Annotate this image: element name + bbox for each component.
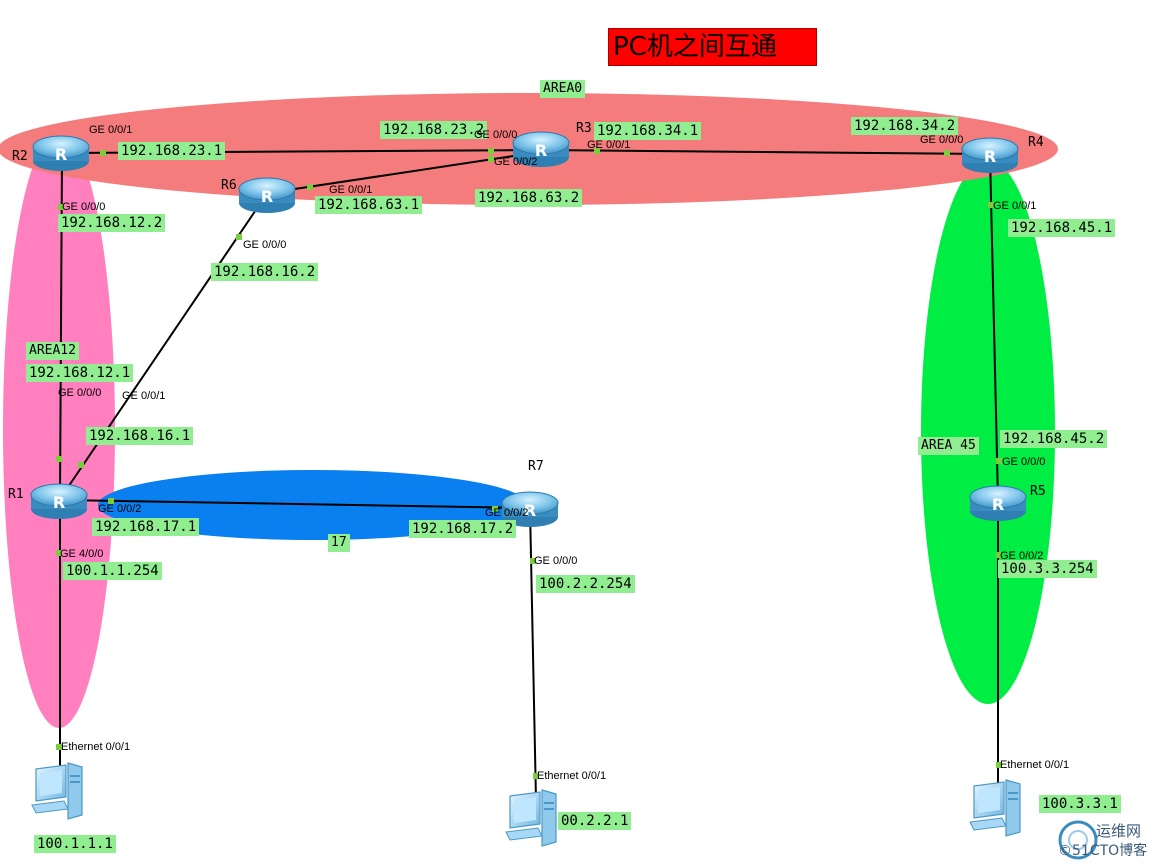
router-label-r2: R2	[12, 149, 28, 164]
port-dot	[533, 773, 539, 779]
link-r7-pc2	[529, 507, 537, 801]
router-icon[interactable]	[961, 137, 1019, 174]
ip-label-r5-lan: 100.3.3.254	[998, 560, 1097, 578]
port-dot	[996, 458, 1002, 464]
ip-label-r4-34: 192.168.34.2	[851, 117, 959, 135]
watermark-top: 运维网	[1096, 822, 1142, 840]
ip-label-r3-63: 192.168.63.2	[475, 189, 583, 207]
port-dot	[56, 744, 62, 750]
port-label-r1-ge000: GE 0/0/0	[58, 387, 102, 399]
port-label-r1-ge002: GE 0/0/2	[98, 503, 142, 515]
port-label-r4-ge001: GE 0/0/1	[993, 200, 1037, 212]
port-dot	[530, 558, 536, 564]
port-dot	[492, 506, 498, 512]
port-dot	[108, 498, 114, 504]
port-label-r2-ge001: GE 0/0/1	[89, 124, 133, 136]
router-icon[interactable]	[969, 485, 1027, 522]
router-icon[interactable]	[238, 177, 296, 214]
router-label-r7: R7	[528, 459, 544, 474]
ip-label-pc2: 00.2.2.1	[558, 812, 632, 830]
ip-label-pc1: 100.1.1.1	[34, 835, 116, 853]
ip-label-r5-45: 192.168.45.2	[1000, 430, 1108, 448]
ip-label-r3-23: 192.168.23.2	[380, 121, 488, 139]
ip-label-r1-17: 192.168.17.1	[92, 518, 200, 536]
ip-label-r7-lan: 100.2.2.254	[536, 575, 635, 593]
router-icon[interactable]	[30, 483, 88, 520]
area17-label: 17	[328, 534, 350, 552]
ip-label-r1-lan: 100.1.1.254	[63, 562, 162, 580]
port-dot	[996, 552, 1002, 558]
router-icon[interactable]	[32, 135, 90, 172]
port-label-r1-ge001: GE 0/0/1	[122, 390, 166, 402]
link-r1-r7	[61, 499, 531, 509]
ip-label-r1-12: 192.168.12.1	[26, 364, 134, 382]
port-label-r2-ge000: GE 0/0/0	[62, 201, 106, 213]
port-dot	[944, 150, 950, 156]
ip-label-r4-45: 192.168.45.1	[1008, 219, 1116, 237]
port-dot	[100, 150, 106, 156]
ip-label-r2-12: 192.168.12.2	[58, 214, 166, 232]
port-dot	[988, 202, 994, 208]
pc-icon[interactable]	[969, 779, 1021, 837]
ip-label-r2-23: 192.168.23.1	[118, 142, 226, 160]
link-r3-r4	[539, 149, 991, 155]
ip-label-r6-16: 192.168.16.2	[211, 263, 319, 281]
watermark-logo-icon	[1058, 820, 1098, 860]
link-r4-r5	[989, 154, 999, 501]
port-label-r5-ge002: GE 0/0/2	[1000, 550, 1044, 562]
port-label-r1-ge400: GE 4/0/0	[60, 548, 104, 560]
port-label-r3-ge002: GE 0/0/2	[494, 156, 538, 168]
port-label-r4-ge000: GE 0/0/0	[920, 134, 964, 146]
pc-icon[interactable]	[505, 789, 557, 847]
port-label-r5-ge000: GE 0/0/0	[1002, 456, 1046, 468]
port-dot	[58, 204, 64, 210]
link-r6-r1	[61, 194, 267, 497]
port-label-pc1-eth: Ethernet 0/0/1	[61, 741, 131, 753]
port-label-pc3-eth: Ethernet 0/0/1	[1000, 759, 1070, 771]
port-label-r6-ge000: GE 0/0/0	[243, 239, 287, 251]
port-dot	[307, 184, 313, 190]
port-dot	[488, 148, 494, 154]
port-label-r3-ge001: GE 0/0/1	[587, 139, 631, 151]
port-label-pc2-eth: Ethernet 0/0/1	[537, 770, 607, 782]
port-dot	[56, 550, 62, 556]
router-label-r4: R4	[1028, 135, 1044, 150]
port-dot	[78, 462, 84, 468]
port-dot	[56, 456, 62, 462]
area45-label: AREA 45	[918, 437, 979, 455]
port-label-r7-ge000: GE 0/0/0	[534, 555, 578, 567]
port-dot	[594, 148, 600, 154]
port-dot	[236, 234, 242, 240]
watermark-bottom: ©51CTO博客	[1058, 843, 1148, 859]
port-label-r7-ge002: GE 0/0/2	[485, 507, 529, 519]
area0-label: AREA0	[540, 80, 586, 98]
page-title: PC机之间互通	[608, 28, 817, 66]
router-label-r1: R1	[8, 487, 24, 502]
area12-label: AREA12	[26, 342, 79, 360]
link-r2-r1	[59, 154, 63, 497]
router-label-r5: R5	[1030, 484, 1046, 499]
port-label-r3-ge000: GE 0/0/0	[474, 129, 518, 141]
ip-label-r3-34: 192.168.34.1	[594, 122, 702, 140]
port-label-r6-ge001: GE 0/0/1	[329, 184, 373, 196]
ip-label-r1-16: 192.168.16.1	[86, 427, 194, 445]
port-dot	[996, 762, 1002, 768]
router-label-r6: R6	[221, 178, 237, 193]
pc-icon[interactable]	[31, 762, 83, 820]
ip-label-r7-17: 192.168.17.2	[409, 520, 517, 538]
ip-label-r6-63: 192.168.63.1	[315, 196, 423, 214]
ip-label-pc3: 100.3.3.1	[1039, 795, 1121, 813]
router-label-r3: R3	[576, 121, 592, 136]
port-dot	[488, 156, 494, 162]
